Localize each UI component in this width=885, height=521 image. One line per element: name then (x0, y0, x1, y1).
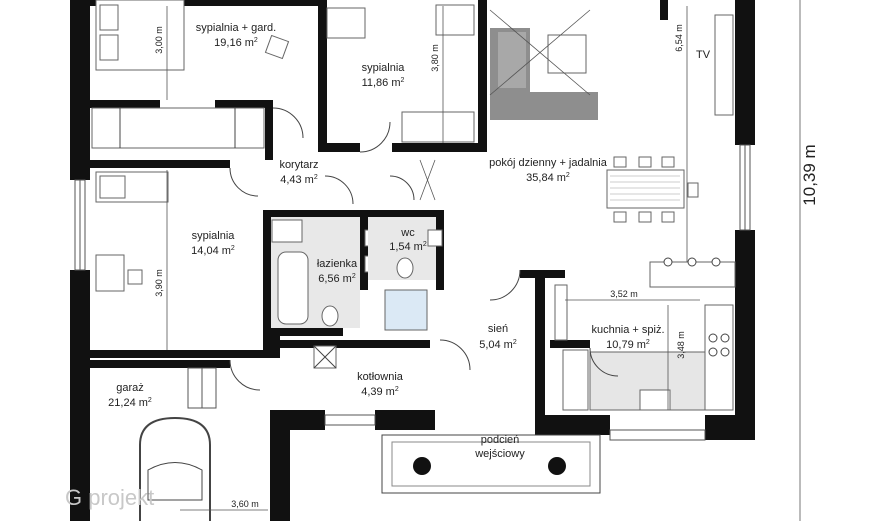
dim-sypialnia-3: 3,90 m (154, 269, 164, 297)
dim-sypialnia-gard: 3,00 m (154, 26, 164, 54)
room-area-kuchnia: 10,79 m2 (606, 339, 650, 351)
watermark-text: G projekt (65, 485, 154, 510)
room-name-sien: sień (488, 323, 508, 335)
room-area-lazienka: 6,56 m2 (318, 273, 356, 285)
room-area-sien: 5,04 m2 (479, 339, 517, 351)
room-name-pokoj-dzienny: pokój dzienny + jadalnia (489, 157, 608, 169)
room-name-lazienka: łazienka (317, 258, 358, 270)
doors (229, 107, 619, 391)
room-name-garaz: garaż (116, 382, 144, 394)
dim-garaz: 3,60 m (231, 499, 259, 509)
room-name-podcien-2: wejściowy (474, 448, 525, 460)
room-area-korytarz: 4,43 m2 (280, 174, 318, 186)
tv-label: TV (696, 49, 711, 61)
room-name-sypialnia-gard: sypialnia + gard. (196, 22, 276, 34)
walls (70, 0, 755, 521)
room-name-sypialnia-2: sypialnia (362, 62, 406, 74)
room-area-kotlownia: 4,39 m2 (361, 386, 399, 398)
windows (74, 144, 751, 441)
room-area-sypialnia-3: 14,04 m2 (191, 245, 235, 257)
room-name-sypialnia-3: sypialnia (192, 230, 236, 242)
room-area-garaz: 21,24 m2 (108, 397, 152, 409)
furniture (91, 0, 736, 521)
dim-sypialnia-2: 3,80 m (430, 44, 440, 72)
dim-kuchnia-v: 3,48 m (676, 331, 686, 359)
room-name-wc: wc (400, 227, 415, 239)
guide-lines (166, 0, 801, 521)
room-area-sypialnia-2: 11,86 m2 (362, 77, 405, 89)
room-labels: sypialnia + gard. 19,16 m2 3,00 m sypial… (65, 22, 819, 510)
room-name-kuchnia: kuchnia + spiż. (591, 324, 664, 336)
room-name-kotlownia: kotłownia (357, 371, 404, 383)
room-area-wc: 1,54 m2 (389, 241, 427, 253)
dim-pokoj-dzienny: 6,54 m (674, 24, 684, 52)
room-area-pokoj-dzienny: 35,84 m2 (526, 172, 570, 184)
room-name-korytarz: korytarz (279, 159, 318, 171)
room-area-sypialnia-gard: 19,16 m2 (214, 37, 258, 49)
dim-kuchnia-h: 3,52 m (610, 289, 638, 299)
overall-dimension: 10,39 m (800, 144, 819, 205)
room-name-podcien: podcień (481, 434, 520, 446)
